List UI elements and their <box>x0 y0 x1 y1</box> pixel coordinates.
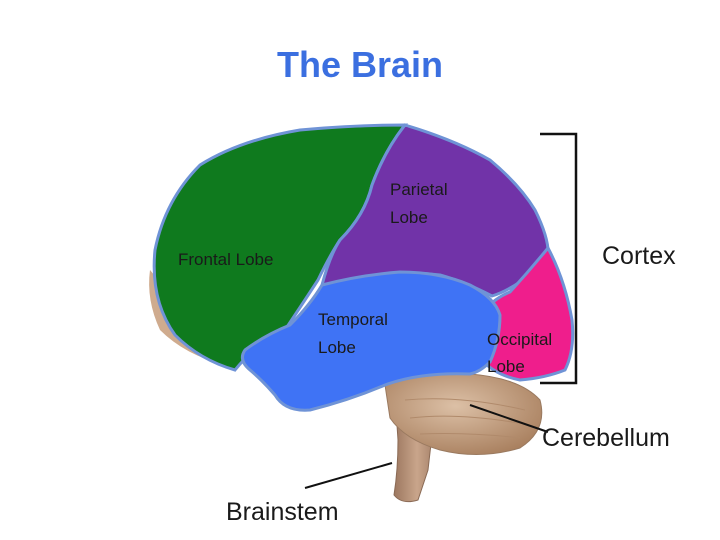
cortex-bracket <box>540 132 578 385</box>
temporal-lobe-label-line2: Lobe <box>318 338 356 357</box>
temporal-lobe-region <box>240 270 502 412</box>
frontal-lobe-label: Frontal Lobe <box>178 250 273 269</box>
diagram-title: The Brain <box>276 44 444 85</box>
occipital-lobe-label-line1: Occipital <box>487 330 552 349</box>
frontal-edge <box>149 270 245 365</box>
cerebellum-leader-line <box>469 404 549 433</box>
temporal-lobe-label-line1: Temporal <box>318 310 388 329</box>
cerebellum-label: Cerebellum <box>542 424 670 452</box>
brainstem-leader-line <box>304 462 393 489</box>
occipital-lobe-region <box>477 245 575 382</box>
cerebellum-folia <box>404 398 531 439</box>
brainstem-label: Brainstem <box>226 498 339 526</box>
occipital-lobe-label-line2: Lobe <box>487 357 525 376</box>
parietal-lobe-label-line2: Lobe <box>390 208 428 227</box>
parietal-lobe-label-line1: Parietal <box>390 180 448 199</box>
cortex-label: Cortex <box>602 242 676 270</box>
